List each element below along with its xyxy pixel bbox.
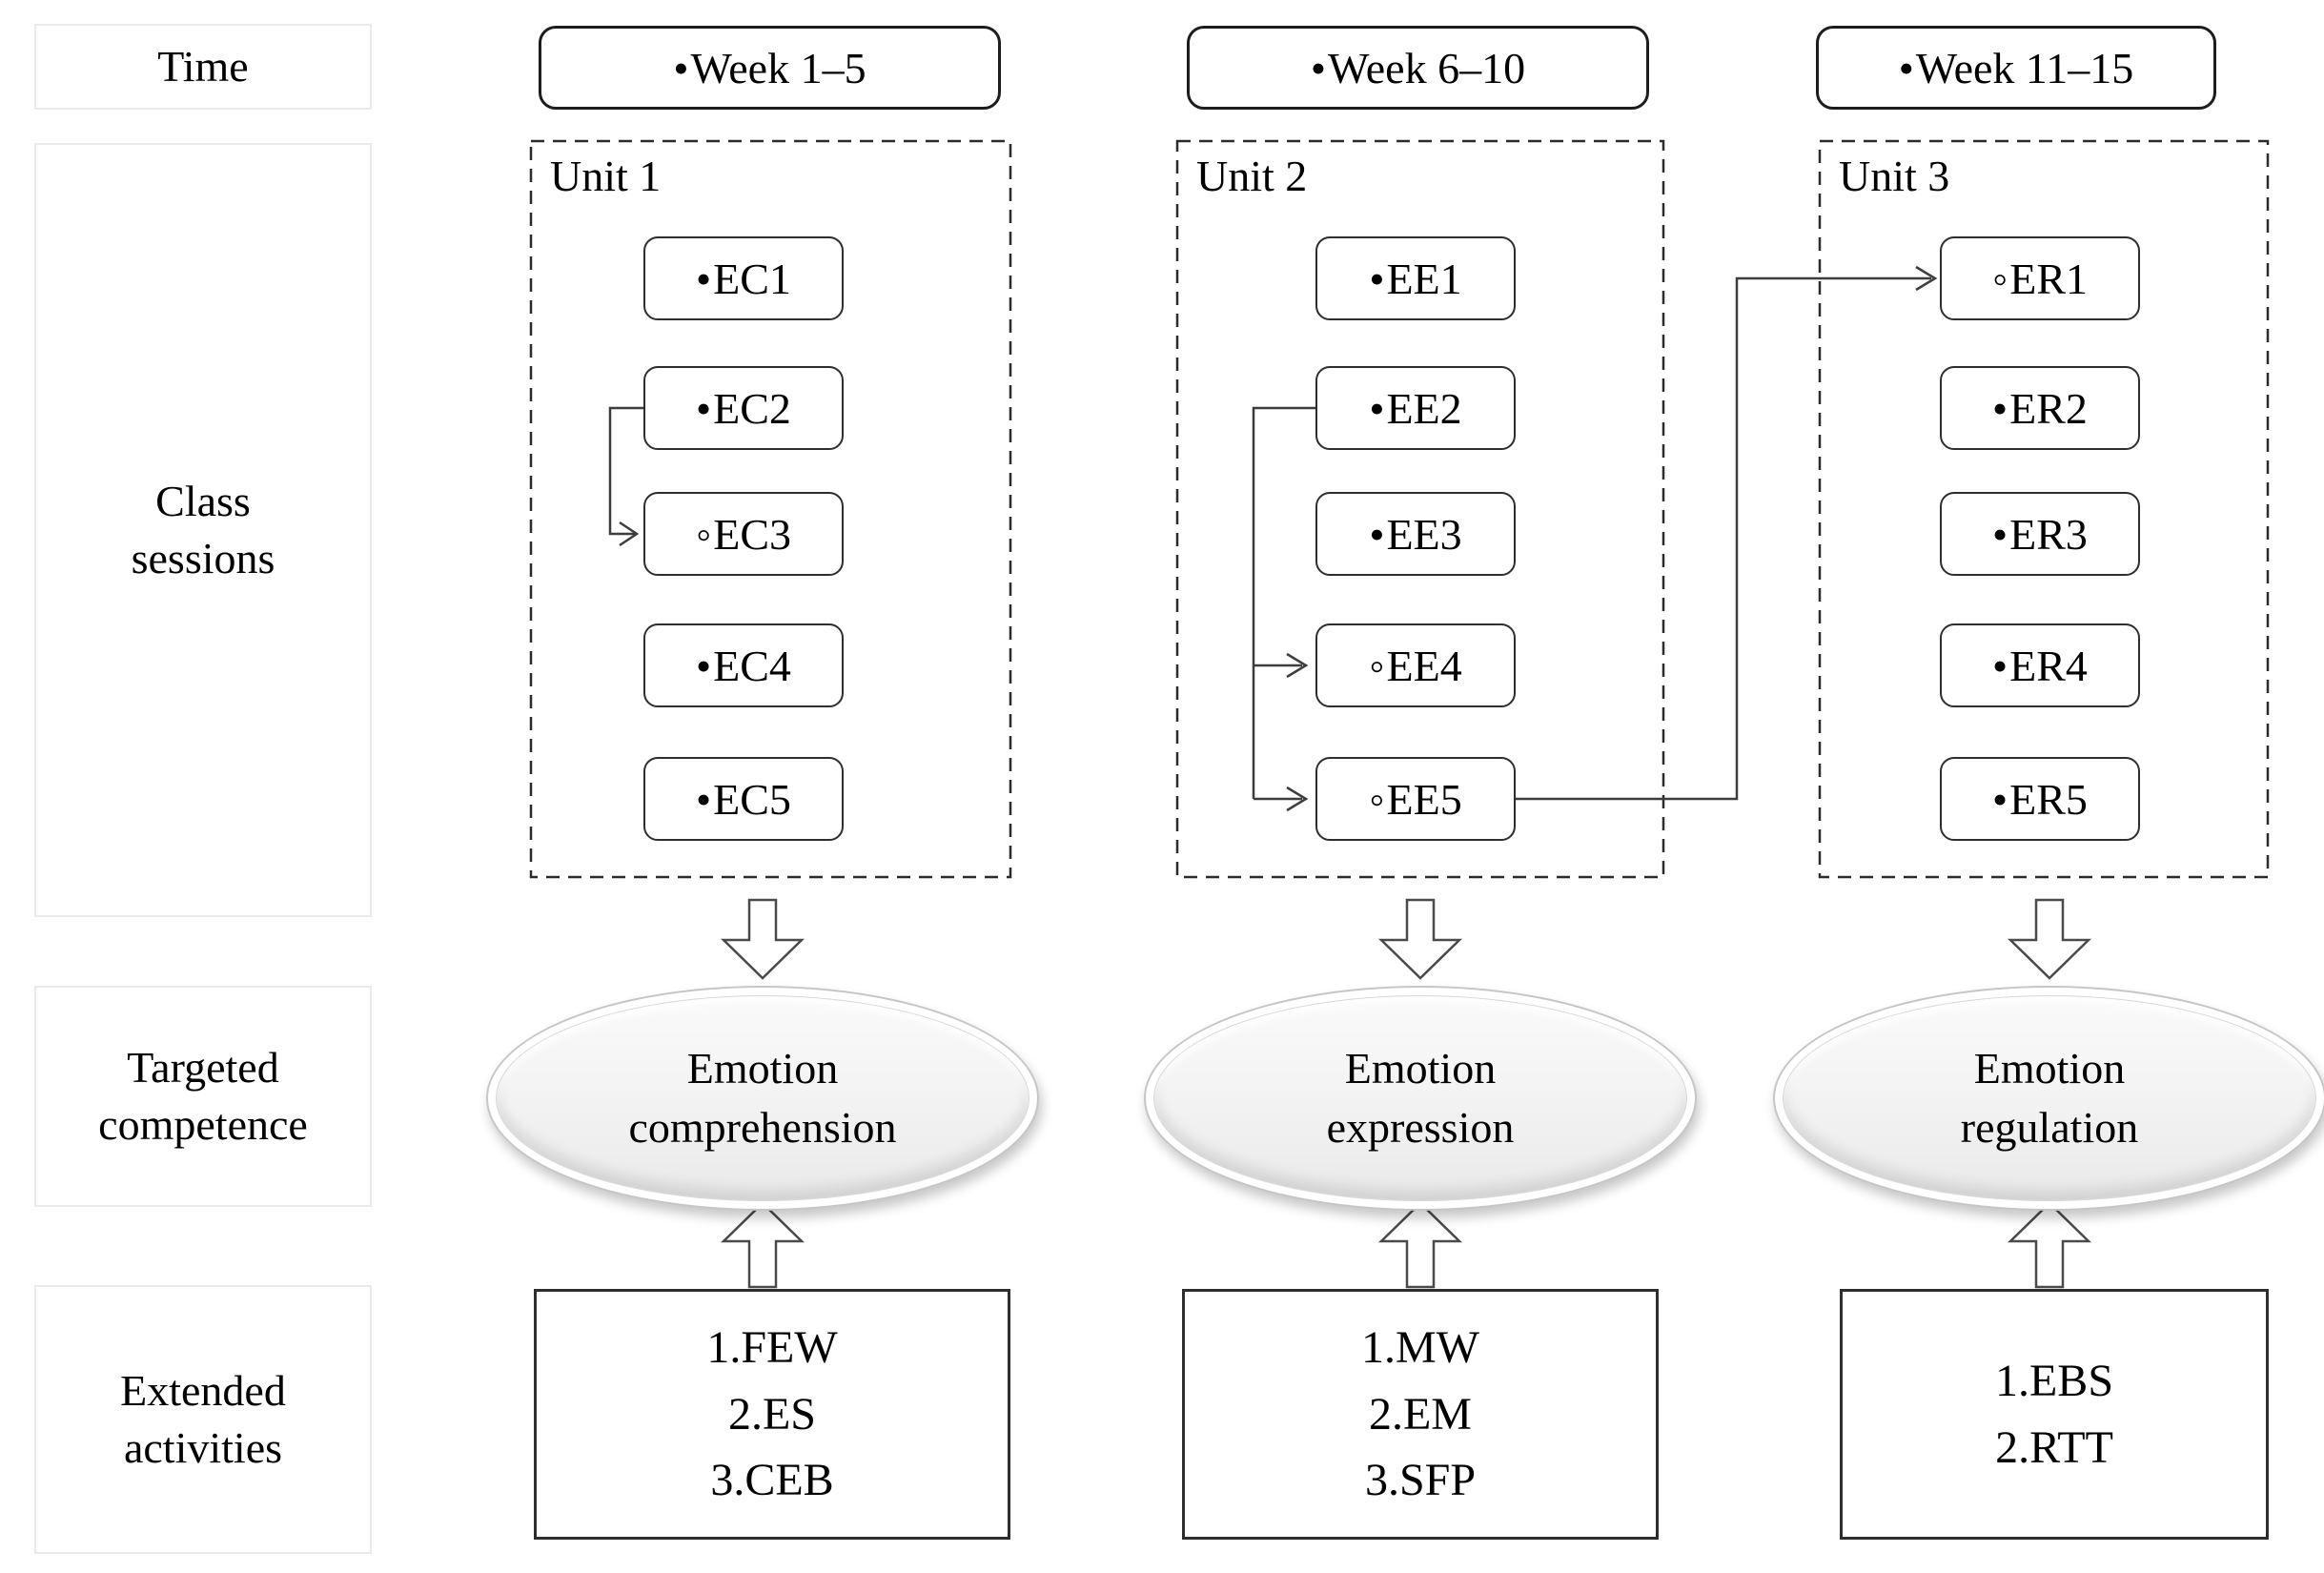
- competence-ellipse-1: Emotion comprehension: [486, 986, 1039, 1211]
- bullet-icon: •: [696, 254, 712, 303]
- session-label: EC5: [713, 774, 791, 824]
- session-label: ER2: [2009, 383, 2088, 433]
- bullet-icon: •: [1992, 383, 2008, 433]
- competence-ellipse-2: Emotion expression: [1144, 986, 1697, 1211]
- competence-ellipse-3: Emotion regulation: [1773, 986, 2324, 1211]
- session-box-ec4: •EC4: [643, 623, 844, 707]
- session-label: EC4: [713, 641, 791, 690]
- week-label: Week 11–15: [1915, 43, 2134, 92]
- bullet-icon: ◦: [1369, 774, 1385, 824]
- session-label: EE1: [1386, 254, 1462, 303]
- unit3-title: Unit 3: [1839, 152, 1950, 200]
- down-block-arrow-3-icon: [2007, 898, 2092, 980]
- bullet-icon: •: [1369, 254, 1385, 303]
- arrowhead-er1-icon: [1915, 265, 1938, 292]
- bullet-icon: •: [1992, 509, 2008, 559]
- week-box-2: •Week 6–10: [1187, 26, 1649, 110]
- up-block-arrow-2-icon: [1377, 1201, 1463, 1289]
- bullet-icon: ◦: [1369, 641, 1385, 690]
- arrowhead-ee4-icon: [1286, 652, 1309, 679]
- session-box-er1: ◦ER1: [1940, 236, 2140, 320]
- bullet-icon: •: [1310, 43, 1327, 92]
- bullet-icon: •: [696, 641, 712, 690]
- session-box-ee5: ◦EE5: [1315, 757, 1516, 841]
- arrowhead-ee5-icon: [1286, 786, 1309, 812]
- week-label: Week 1–5: [690, 43, 866, 92]
- session-label: ER5: [2009, 774, 2088, 824]
- unit1-title: Unit 1: [550, 152, 662, 200]
- arrow-ec2-ec3: [608, 406, 643, 536]
- session-label: EC3: [713, 509, 792, 559]
- session-label: ER3: [2009, 509, 2088, 559]
- session-box-ee4: ◦EE4: [1315, 623, 1516, 707]
- bullet-icon: •: [673, 43, 689, 92]
- session-box-er2: •ER2: [1940, 366, 2140, 450]
- down-block-arrow-2-icon: [1377, 898, 1463, 980]
- row-label-class-sessions: Class sessions: [34, 143, 372, 917]
- session-label: ER4: [2009, 641, 2088, 690]
- bullet-icon: •: [696, 774, 712, 824]
- activities-box-2: 1.MW 2.EM 3.SFP: [1182, 1289, 1659, 1540]
- activities-box-1: 1.FEW 2.ES 3.CEB: [534, 1289, 1010, 1540]
- arrow-ee5-er1: [1516, 276, 1931, 801]
- session-box-ee3: •EE3: [1315, 492, 1516, 576]
- arrowhead-ec3-icon: [619, 521, 640, 547]
- up-block-arrow-1-icon: [720, 1201, 805, 1289]
- session-label: EE2: [1386, 383, 1462, 433]
- bullet-icon: ◦: [695, 509, 712, 559]
- session-label: ER1: [2009, 254, 2089, 303]
- session-label: EC1: [713, 254, 791, 303]
- competence-label: Emotion comprehension: [496, 995, 1029, 1201]
- session-box-ee1: •EE1: [1315, 236, 1516, 320]
- bullet-icon: ◦: [1991, 254, 2008, 303]
- session-box-er3: •ER3: [1940, 492, 2140, 576]
- row-label-extended-activities: Extended activities: [34, 1285, 372, 1554]
- session-box-ee2: •EE2: [1315, 366, 1516, 450]
- week-box-1: •Week 1–5: [539, 26, 1001, 110]
- bullet-icon: •: [1992, 774, 2008, 824]
- session-label: EE3: [1386, 509, 1462, 559]
- activities-box-3: 1.EBS 2.RTT: [1840, 1289, 2269, 1540]
- unit2-title: Unit 2: [1196, 152, 1308, 200]
- bullet-icon: •: [1369, 383, 1385, 433]
- competence-label: Emotion expression: [1153, 995, 1687, 1201]
- week-box-3: •Week 11–15: [1816, 26, 2216, 110]
- session-label: EC2: [713, 383, 791, 433]
- session-box-ec2: •EC2: [643, 366, 844, 450]
- week-label: Week 6–10: [1328, 43, 1526, 92]
- session-label: EE4: [1386, 641, 1462, 690]
- down-block-arrow-1-icon: [720, 898, 805, 980]
- row-label-time: Time: [34, 24, 372, 110]
- session-box-ec3: ◦EC3: [643, 492, 844, 576]
- bullet-icon: •: [1369, 509, 1385, 559]
- row-label-targeted-competence: Targeted competence: [34, 986, 372, 1207]
- competence-label: Emotion regulation: [1783, 995, 2316, 1201]
- session-label: EE5: [1386, 774, 1462, 824]
- up-block-arrow-3-icon: [2007, 1201, 2092, 1289]
- session-box-ec1: •EC1: [643, 236, 844, 320]
- session-box-er4: •ER4: [1940, 623, 2140, 707]
- bullet-icon: •: [696, 383, 712, 433]
- bullet-icon: •: [1898, 43, 1914, 92]
- bullet-icon: •: [1992, 641, 2008, 690]
- session-box-ec5: •EC5: [643, 757, 844, 841]
- session-box-er5: •ER5: [1940, 757, 2140, 841]
- arrow-ee2-trunk: [1252, 406, 1315, 799]
